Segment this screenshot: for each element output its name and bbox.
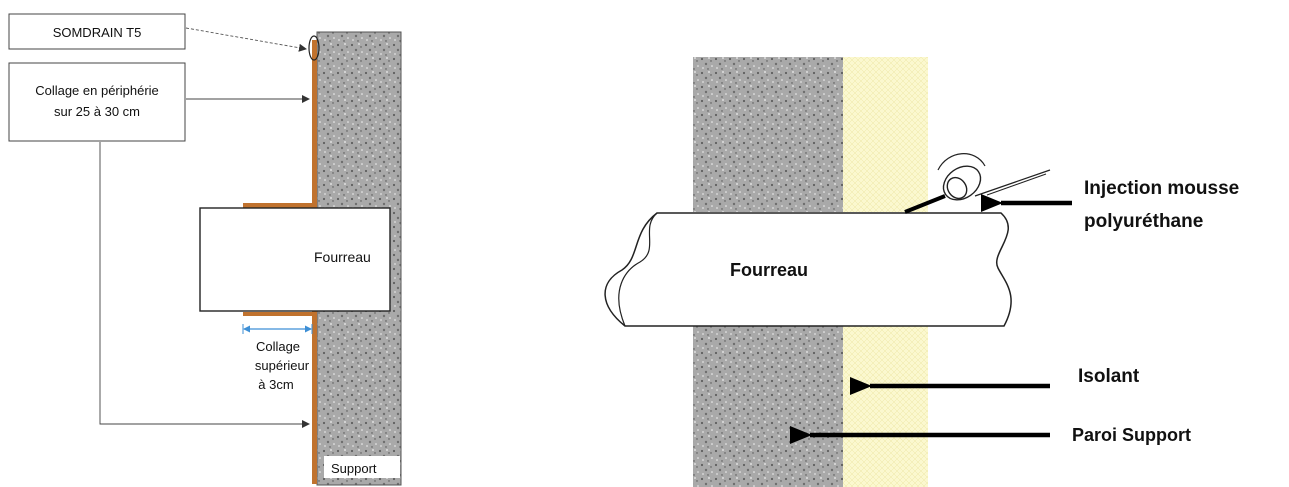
upper-bond-strip bbox=[243, 203, 317, 208]
fourreau-label: Fourreau bbox=[314, 249, 371, 265]
paroi-support-label: Paroi Support bbox=[1072, 425, 1191, 445]
collage-leader-bottom bbox=[99, 142, 310, 428]
somdrain-leader bbox=[185, 27, 307, 52]
isolant-label: Isolant bbox=[1078, 366, 1140, 387]
paroi-upper bbox=[693, 57, 843, 212]
fourreau-sleeve bbox=[199, 207, 391, 312]
injection-label-1: Injection mousse bbox=[1084, 178, 1239, 199]
right-detail: Fourreau Injection mousse polyuréthane I… bbox=[604, 57, 1239, 487]
isolant-upper bbox=[843, 57, 928, 212]
pipe-end-curve bbox=[618, 212, 658, 327]
fourreau-pipe bbox=[604, 212, 1012, 327]
isolant-lower bbox=[843, 326, 928, 487]
support-label: Support bbox=[331, 461, 377, 476]
fourreau-pipe-label: Fourreau bbox=[730, 260, 808, 280]
collage-label-2: sur 25 à 30 cm bbox=[54, 104, 140, 119]
support-label-box bbox=[324, 456, 400, 478]
injection-label-2: polyuréthane bbox=[1084, 211, 1203, 232]
lower-bond-strip bbox=[243, 312, 317, 316]
somdrain-label: SOMDRAIN T5 bbox=[53, 25, 142, 40]
somdrain-callout-box bbox=[8, 13, 186, 50]
collage-sup-label-3: à 3cm bbox=[258, 377, 293, 392]
collage-sup-label-2: supérieur bbox=[255, 358, 310, 373]
collage-label-1: Collage en périphérie bbox=[35, 83, 159, 98]
collage-callout-box bbox=[8, 62, 186, 142]
left-detail: Fourreau Collage supérieur à 3cm Support… bbox=[8, 13, 402, 486]
foam-gun-icon bbox=[904, 153, 1051, 214]
collage-sup-label-1: Collage bbox=[256, 339, 300, 354]
paroi-lower bbox=[693, 326, 843, 487]
somdrain-marker-ellipse bbox=[308, 35, 320, 61]
